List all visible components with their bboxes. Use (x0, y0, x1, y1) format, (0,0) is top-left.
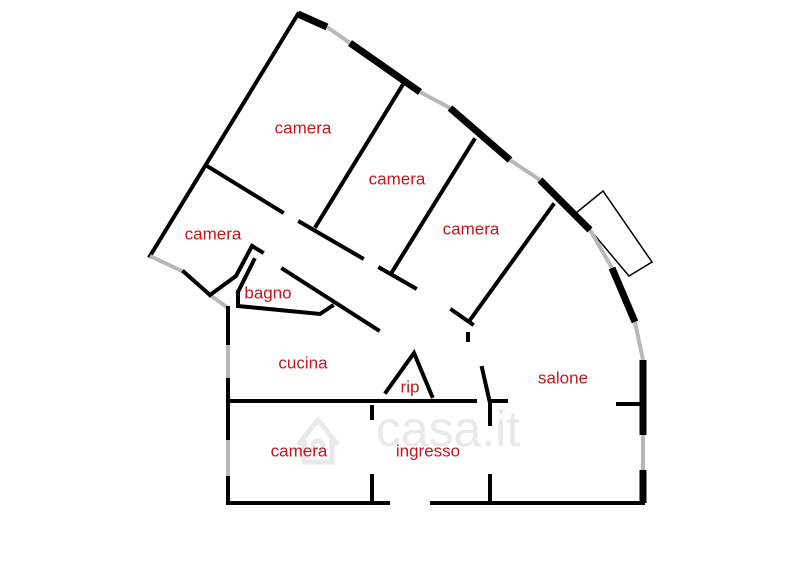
room-label-camera-left: camera (185, 224, 242, 243)
balcony (574, 189, 654, 277)
outer-walls (147, 10, 647, 505)
house-location-icon (296, 415, 340, 465)
room-label-bagno: bagno (244, 283, 291, 302)
room-label-ingresso: ingresso (396, 441, 460, 460)
room-label-camera-bottom: camera (271, 441, 328, 460)
room-label-camera-top-right: camera (443, 219, 500, 238)
room-label-cucina: cucina (278, 353, 328, 372)
watermark: casa.it (296, 401, 521, 465)
room-label-rip: rip (401, 377, 420, 396)
room-label-camera-top-left: camera (275, 118, 332, 137)
room-label-salone: salone (538, 368, 588, 387)
room-label-camera-top-mid: camera (369, 169, 426, 188)
watermark-logo-text: casa.it (376, 401, 521, 457)
interior-walls (204, 83, 645, 505)
room-labels: camera camera camera camera bagno cucina… (185, 118, 588, 460)
